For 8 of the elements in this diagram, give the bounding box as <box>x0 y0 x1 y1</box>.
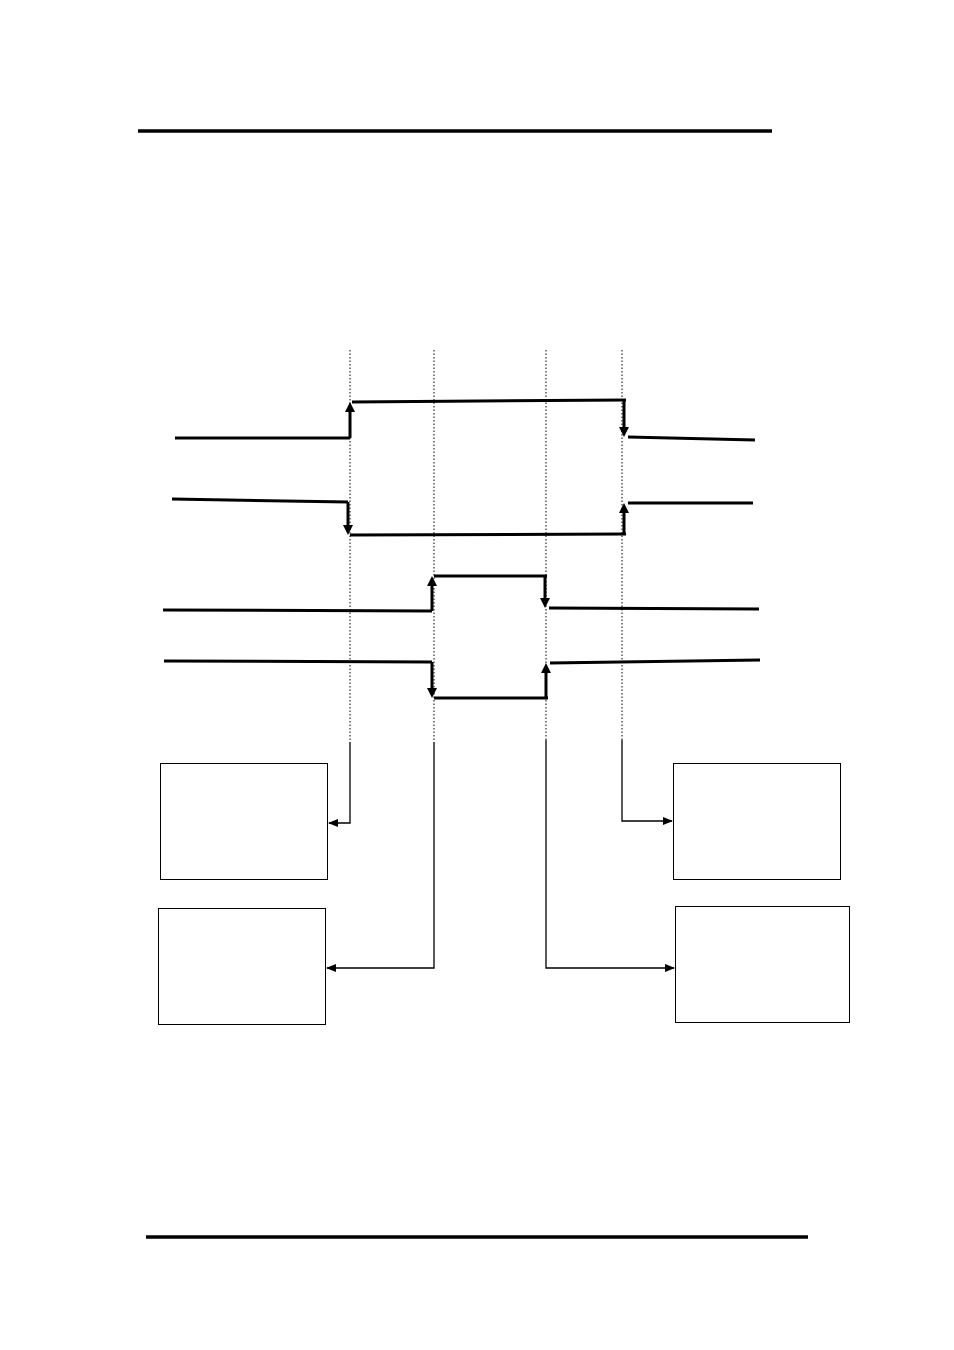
arrow <box>545 739 675 972</box>
empty-box <box>673 763 841 880</box>
arrow <box>326 741 435 972</box>
empty-box <box>160 763 328 880</box>
arrow <box>328 741 351 827</box>
empty-box <box>675 906 850 1023</box>
arrow <box>621 739 673 825</box>
empty-box <box>158 908 326 1025</box>
